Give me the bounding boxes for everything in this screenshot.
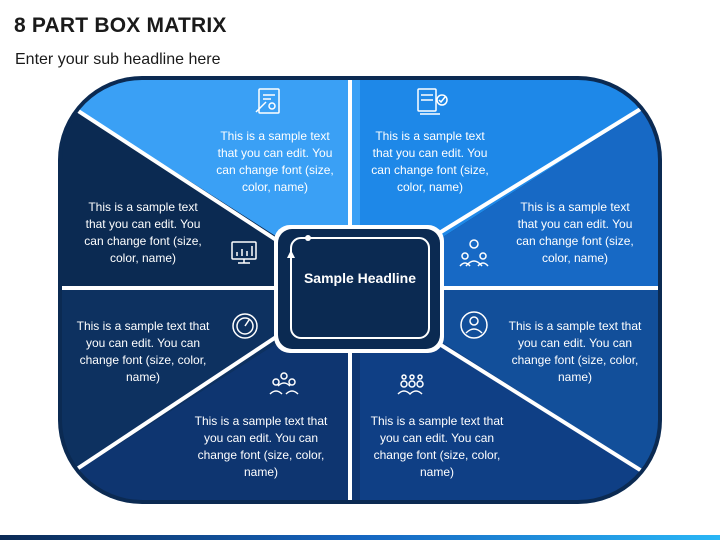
team-group-icon <box>269 372 299 395</box>
team-rating-icon <box>397 374 424 396</box>
segment-right-lower-text: This is a sample text that you can edit.… <box>508 319 642 384</box>
segment-left-lower-text: This is a sample text that you can edit.… <box>76 319 210 384</box>
center-frame-arrow <box>287 250 295 258</box>
monitor-chart-icon <box>231 241 257 264</box>
segment-bottom-left[interactable] <box>0 290 360 540</box>
segment-top-left-text: This is a sample text that you can edit.… <box>216 129 334 194</box>
segment-bottom-left-text: This is a sample text that you can edit.… <box>194 414 328 479</box>
page-title: 8 PART BOX MATRIX <box>14 14 227 37</box>
segment-top-right-text: This is a sample text that you can edit.… <box>371 129 489 194</box>
bottom-accent-bar <box>0 535 720 540</box>
center-headline: Sample Headline <box>303 270 417 286</box>
segment-top-left[interactable] <box>0 0 360 290</box>
center-box[interactable] <box>278 229 440 349</box>
speedometer-icon <box>232 313 258 339</box>
team-network-icon <box>459 239 489 267</box>
segment-top-right[interactable] <box>360 0 720 290</box>
user-profile-icon <box>460 311 488 339</box>
segment-left-upper-text: This is a sample text that you can edit.… <box>84 200 202 265</box>
center-inner-frame <box>290 237 430 339</box>
certificate-icon <box>255 88 280 114</box>
segment-right-upper-text: This is a sample text that you can edit.… <box>516 200 634 265</box>
dashboard-checklist-icon <box>417 88 448 115</box>
segment-bottom-right-text: This is a sample text that you can edit.… <box>370 414 504 479</box>
page-subtitle: Enter your sub headline here <box>15 51 221 68</box>
center-frame-dot <box>305 235 311 241</box>
